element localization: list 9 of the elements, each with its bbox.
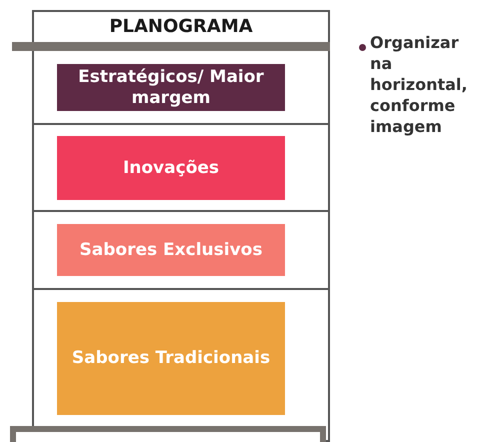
- shelf-board: [10, 426, 326, 442]
- product-block: Estratégicos/ Maior margem: [57, 64, 285, 111]
- shelf-board: [12, 42, 330, 51]
- product-block: Inovações: [57, 136, 285, 200]
- product-block: Sabores Exclusivos: [57, 224, 285, 276]
- note-text: Organizar na horizontal, conforme imagem: [370, 32, 468, 137]
- shelf-heading: PLANOGRAMA: [108, 16, 254, 37]
- shelf-unit: [32, 10, 330, 442]
- product-block: Sabores Tradicionais: [57, 302, 285, 415]
